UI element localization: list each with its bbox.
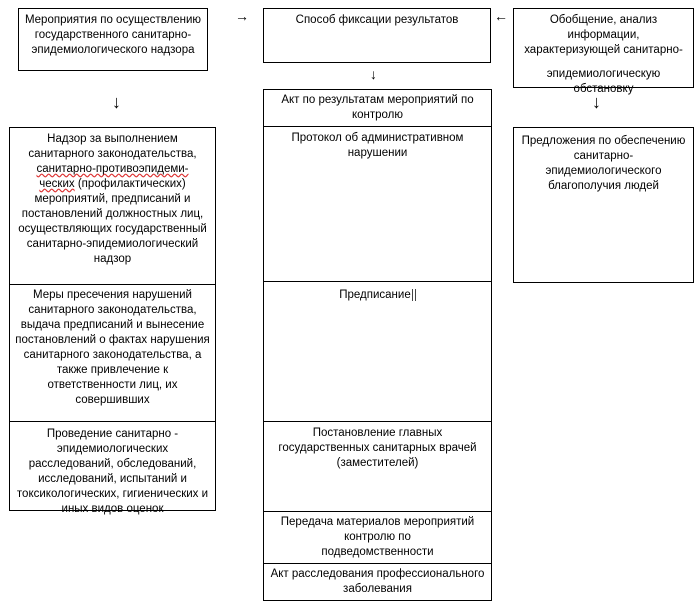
left-top-box: Мероприятия по осуществлению государстве… <box>18 8 208 71</box>
arrow-down-left: ↓ <box>112 92 121 112</box>
middle-box5-line1: Передача материалов мероприятий контролю… <box>280 516 475 543</box>
middle-box1-text: Акт по результатам мероприятий по контро… <box>281 94 474 121</box>
arrow-down-right: ↓ <box>592 92 601 112</box>
left-box3-text: Проведение санитарно - эпидемиологически… <box>16 428 209 515</box>
middle-box5-line2: подведомственности <box>321 546 434 558</box>
middle-box4-text: Постановление главных государственных са… <box>278 427 477 469</box>
left-box2-text: Меры пресечения нарушений санитарного за… <box>15 289 210 406</box>
middle-divider-2 <box>264 281 491 282</box>
left-column-box: Надзор за выполнением санитарного законо… <box>9 127 216 515</box>
middle-box2-text: Протокол об административном нарушении <box>291 132 464 159</box>
middle-divider-5 <box>264 563 491 564</box>
left-divider-2 <box>10 421 215 422</box>
right-box: Предложения по обеспечению санитарно-эпи… <box>513 127 694 283</box>
right-top-text-b: эпидемиологическую обстановку <box>546 68 661 95</box>
text-cursor-icon <box>411 288 416 301</box>
middle-divider-3 <box>264 421 491 422</box>
middle-divider-1 <box>264 126 491 127</box>
left-box1-part-b: санитарно-противоэпидеми- <box>36 163 189 175</box>
arrow-down-middle: ↓ <box>370 66 377 82</box>
left-box1-part-c: ческих <box>39 178 75 190</box>
arrow-right-to-middle: → <box>235 8 249 24</box>
right-top-text-a: Обобщение, анализ информации, характериз… <box>524 14 683 56</box>
middle-top-text: Способ фиксации результатов <box>295 14 459 26</box>
left-box1-part-d: (профилактических) мероприятий, предписа… <box>18 178 207 265</box>
left-box1-part-a: Надзор за выполнением санитарного законо… <box>28 133 197 160</box>
middle-box6-text: Акт расследования профессионального забо… <box>270 568 485 595</box>
middle-box3-text: Предписание <box>339 289 411 301</box>
left-divider-1 <box>10 284 215 285</box>
middle-box3-wrap: Предписание <box>264 288 491 303</box>
left-top-text: Мероприятия по осуществлению государстве… <box>24 14 202 56</box>
middle-top-box: Способ фиксации результатов <box>263 8 491 63</box>
middle-column-box: Акт по результатам мероприятий по контро… <box>263 89 492 601</box>
middle-box5-text: Передача материалов мероприятий контролю… <box>264 515 491 560</box>
middle-divider-4 <box>264 511 491 512</box>
left-box1-text: Надзор за выполнением санитарного законо… <box>10 132 215 267</box>
right-box1-text: Предложения по обеспечению санитарно-эпи… <box>521 135 686 192</box>
arrow-left-to-middle: ← <box>494 8 508 24</box>
right-top-box: Обобщение, анализ информации, характериз… <box>513 8 694 95</box>
